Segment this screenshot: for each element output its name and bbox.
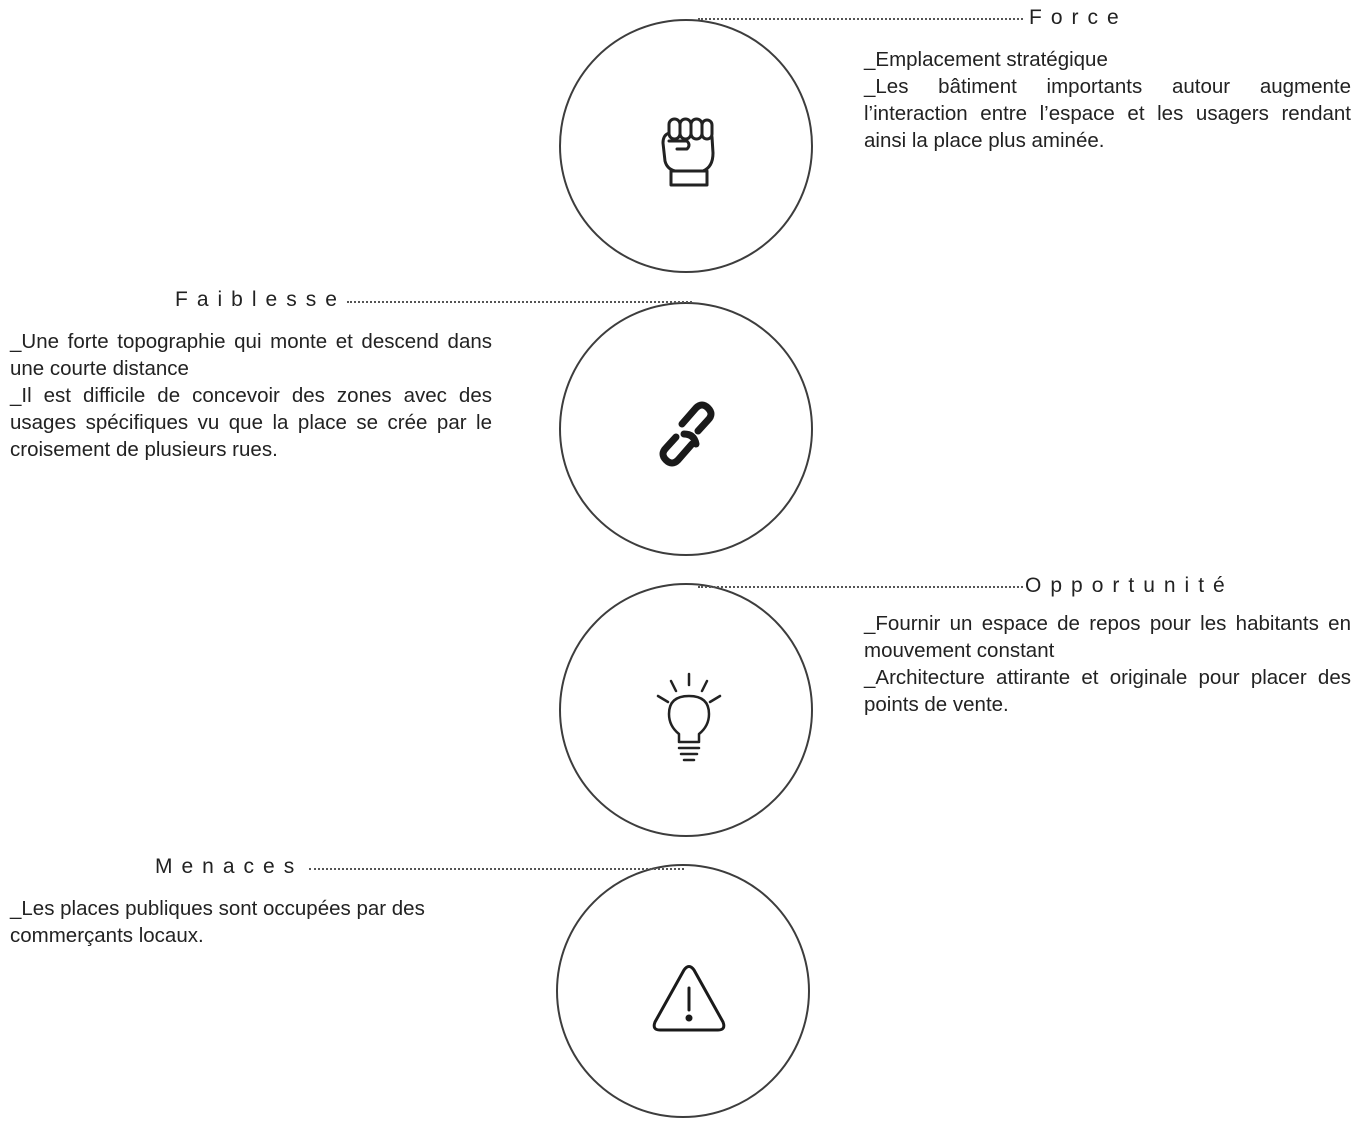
menaces-circle — [556, 864, 810, 1118]
faiblesse-line: _Il est difficile de concevoir des zones… — [10, 384, 492, 461]
warning-icon — [652, 965, 726, 1032]
force-heading: Force — [1029, 6, 1128, 29]
opportunite-circle — [559, 583, 813, 837]
faiblesse-text: _Une forte topographie qui monte et desc… — [10, 328, 492, 463]
lightbulb-icon — [656, 672, 722, 762]
opportunite-text: _Fournir un espace de repos pour les hab… — [864, 610, 1351, 718]
opportunite-line: _Fournir un espace de repos pour les hab… — [864, 612, 1351, 662]
menaces-line: _Les places publiques sont occupées par … — [10, 897, 425, 947]
faiblesse-heading: Faiblesse — [175, 288, 346, 311]
opportunite-connector — [698, 586, 1023, 588]
fist-icon — [661, 117, 715, 187]
force-line: _Emplacement stratégique — [864, 48, 1108, 71]
force-circle — [559, 19, 813, 273]
menaces-text: _Les places publiques sont occupées par … — [10, 895, 492, 949]
force-connector — [698, 18, 1023, 20]
menaces-heading: Menaces — [155, 855, 304, 878]
menaces-connector — [309, 868, 684, 870]
faiblesse-circle — [559, 302, 813, 556]
opportunite-heading: Opportunité — [1025, 574, 1234, 597]
force-line: _Les bâtiment importants autour augmente… — [864, 75, 1351, 152]
faiblesse-line: _Une forte topographie qui monte et desc… — [10, 330, 492, 380]
faiblesse-connector — [347, 301, 692, 303]
force-text: _Emplacement stratégique _Les bâtiment i… — [864, 46, 1351, 154]
broken-link-icon — [659, 401, 715, 467]
opportunite-line: _Architecture attirante et originale pou… — [864, 666, 1351, 716]
